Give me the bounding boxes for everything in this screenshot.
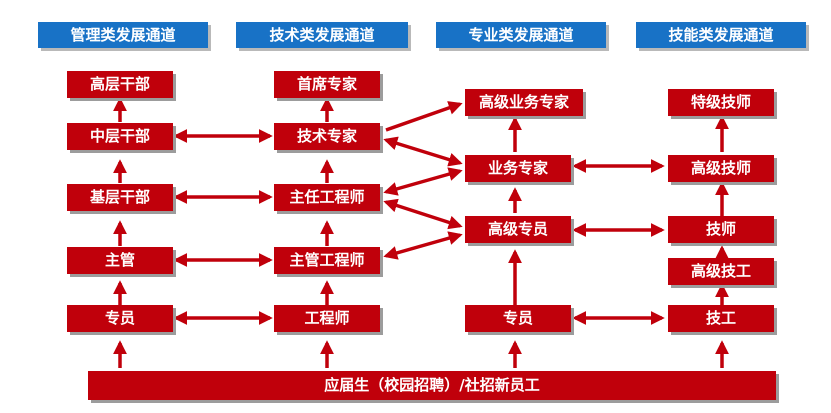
skill-special-technician: 特级技师	[668, 89, 774, 116]
tech-principal-engineer: 主任工程师	[274, 184, 380, 211]
arrow-tech-expert-to-senior-business	[385, 101, 463, 132]
tech-engineer: 工程师	[274, 305, 380, 332]
prof-specialist: 专员	[465, 305, 571, 332]
tech-lead-engineer: 主管工程师	[274, 247, 380, 274]
prof-business-expert: 业务专家	[465, 155, 571, 182]
mgmt-middle-cadre: 中层干部	[67, 123, 173, 150]
prof-senior-specialist: 高级专员	[465, 216, 571, 243]
header-management: 管理类发展通道	[38, 22, 208, 48]
mgmt-specialist: 专员	[67, 305, 173, 332]
tech-expert: 技术专家	[274, 123, 380, 150]
tech-chief-expert: 首席专家	[274, 71, 380, 98]
arrow-principal-senior-specialist	[383, 198, 463, 230]
mgmt-supervisor: 主管	[67, 247, 173, 274]
arrow-lead-engineer-senior-specialist	[383, 231, 463, 260]
skill-senior-worker: 高级技工	[668, 258, 774, 285]
skill-technician: 技师	[668, 216, 774, 243]
skill-worker: 技工	[668, 305, 774, 332]
mgmt-grassroots-cadre: 基层干部	[67, 184, 173, 211]
entry-bar-new-employees: 应届生（校园招聘）/社招新员工	[88, 371, 776, 400]
prof-senior-business-expert: 高级业务专家	[465, 89, 583, 116]
header-technical: 技术类发展通道	[236, 22, 408, 48]
skill-senior-technician: 高级技师	[668, 155, 774, 182]
mgmt-senior-cadre: 高层干部	[67, 71, 173, 98]
arrow-tech-expert-business-expert	[383, 136, 463, 167]
header-professional: 专业类发展通道	[436, 22, 606, 48]
header-skill: 技能类发展通道	[636, 22, 806, 48]
arrow-principal-business-expert	[383, 167, 463, 196]
